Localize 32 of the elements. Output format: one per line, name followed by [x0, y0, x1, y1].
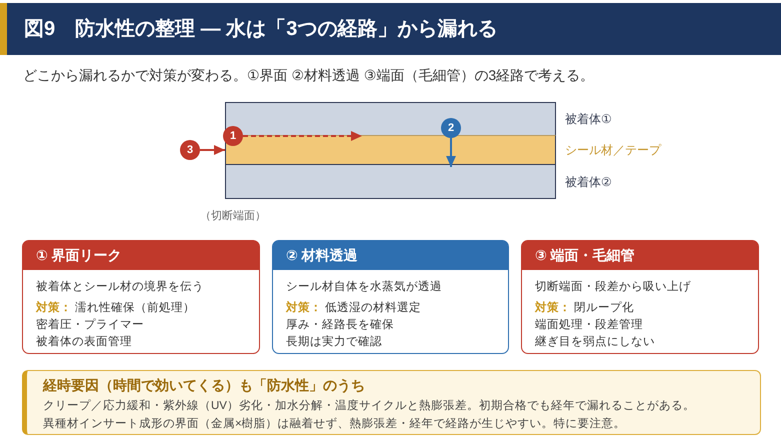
- card-header: ③ 端面・毛細管: [522, 241, 758, 270]
- card-line-text: 対策： 濡れ性確保（前処理）: [36, 300, 196, 316]
- note-text: クリープ／応力緩和・紫外線（UV）劣化・加水分解・温度サイクルと熱膨張差。初期合格でも経年で漏れることがある。: [43, 398, 696, 414]
- info-card: [22, 240, 260, 354]
- card-line-text: 厚み・経路長を確保: [286, 318, 395, 333]
- info-card: [272, 240, 509, 354]
- card-line-text: 対策： 低透湿の材料選定: [286, 300, 422, 316]
- arrow: [446, 138, 456, 167]
- subtitle-text: どこから漏れるかで対策が変わる。①界面 ②材料透過 ③端面（毛細管）の3経路で考える。: [23, 66, 594, 85]
- note-text: 異種材インサート成形の界面（金属×樹脂）は融着せず、熱膨張差・経年で経路が生じやすい。特に要注意。: [43, 416, 627, 432]
- number-marker: 3: [180, 140, 200, 160]
- arrow: [200, 145, 225, 155]
- card-line-text: 長期は実力で確認: [286, 334, 383, 350]
- card-line-text: 端面処理・段差管理: [535, 318, 644, 333]
- layer-band: [225, 165, 556, 199]
- card-line-text: 密着圧・プライマー: [36, 317, 145, 333]
- layer-label: シール材／テープ: [565, 142, 661, 159]
- card-header: ① 界面リーク: [23, 241, 259, 270]
- card-text: 切断端面・段差から吸い上げ: [535, 280, 692, 295]
- title-banner: 図9 防水性の整理 — 水は「3つの経路」から漏れる: [0, 3, 781, 55]
- card-header: ② 材料透過: [273, 241, 508, 270]
- card-text: 被着体とシール材の境界を伝う: [36, 279, 205, 295]
- info-card: [521, 240, 759, 354]
- note-panel: [22, 370, 761, 435]
- layer-label: 被着体②: [565, 174, 612, 191]
- card-line-text: 対策： 閉ループ化: [535, 300, 636, 316]
- card-line-text: 継ぎ目を弱点にしない: [535, 334, 656, 350]
- card-line-text: 被着体の表面管理: [36, 334, 133, 350]
- card-text: シール材自体を水蒸気が透過: [286, 280, 443, 295]
- layer-label: 被着体①: [565, 110, 612, 128]
- note-heading: 経時要因（時間で効いてくる）も「防水性」のうち: [43, 376, 366, 394]
- annotation-text: （切断端面）: [200, 209, 266, 224]
